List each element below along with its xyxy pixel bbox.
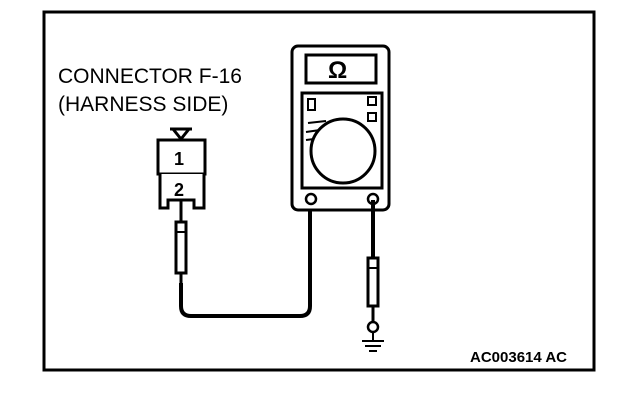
- meter-display: [304, 53, 378, 85]
- connector-cavity-1: [156, 138, 207, 176]
- pin-label-1: 1: [174, 149, 184, 169]
- right-probe: [366, 200, 380, 334]
- meter-switch-right-bottom: [367, 112, 377, 122]
- meter-switch-right-top: [367, 96, 377, 106]
- connector-f16: 1 2: [156, 127, 207, 210]
- meter-jack-com: [304, 192, 318, 206]
- figure-code: AC003614 AC: [470, 349, 567, 366]
- probe-icon: [174, 220, 188, 275]
- connector-label-line2: (HARNESS SIDE): [58, 93, 228, 116]
- meter-dial: [309, 117, 377, 185]
- test-lead-wire: [179, 200, 312, 318]
- ground-icon: [362, 332, 384, 352]
- probe-icon-right: [366, 256, 380, 308]
- pin-label-2: 2: [174, 180, 184, 200]
- connector-label-line1: CONNECTOR F-16: [58, 65, 242, 88]
- ohm-symbol: Ω: [328, 57, 347, 84]
- meter-switch-left: [307, 98, 316, 111]
- ohmmeter: Ω: [290, 44, 391, 212]
- left-probe: [174, 200, 188, 283]
